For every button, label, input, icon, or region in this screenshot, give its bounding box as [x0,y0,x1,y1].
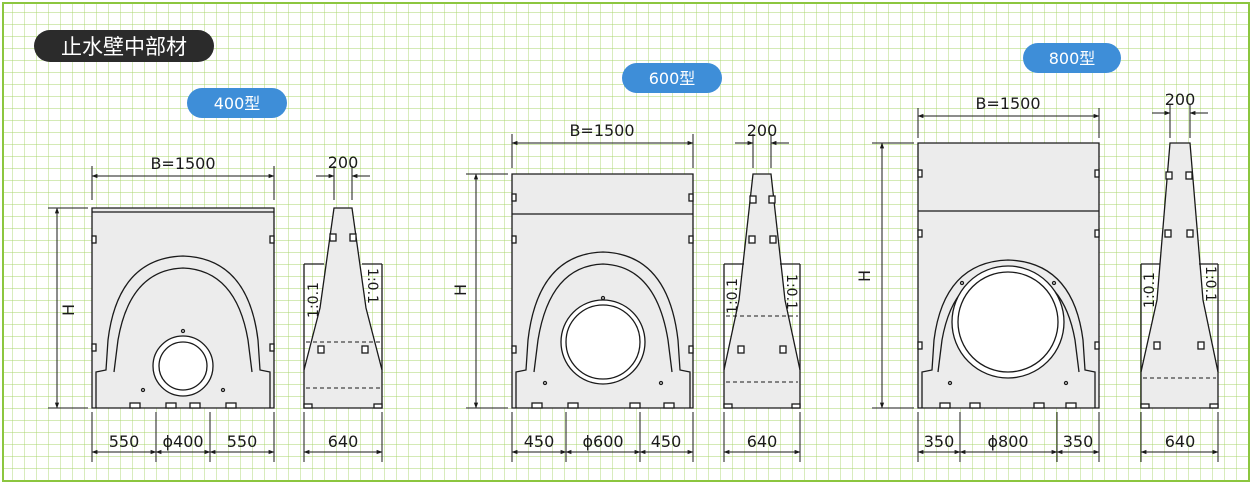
type-badge-600-label: 600型 [649,69,696,88]
bottom-right-label-800: 350 [1063,432,1094,451]
bottom-left-label-800: 350 [924,432,955,451]
front-view-400 [91,207,275,409]
width-label-600: B=1500 [569,121,634,140]
height-label-400: H [59,304,78,316]
height-label-800: H [855,270,874,282]
front-view-800 [917,142,1100,409]
bottom-right-label-600: 450 [651,432,682,451]
type-badge-600 [622,63,722,93]
side-view-400 [303,207,383,409]
width-label-800: B=1500 [975,94,1040,113]
pipe-label-600: ϕ600 [582,432,623,451]
pipe-label-800: ϕ800 [987,432,1028,451]
type-badge-400-label: 400型 [214,94,261,113]
dimensions-400 [48,166,383,462]
side-view-800 [1140,142,1219,409]
slope-label-400-right: 1:0.1 [364,268,380,304]
height-label-600: H [451,284,470,296]
pipe-label-400: ϕ400 [162,432,203,451]
bottom-right-label-400: 550 [227,432,258,451]
side-view-600 [723,173,801,409]
type-badge-400 [187,88,287,118]
side-width-label-600: 640 [747,432,778,451]
type-800-group: 800型 [855,43,1219,462]
title-tag [34,30,214,62]
type-badge-800-label: 800型 [1049,49,1096,68]
width-label-400: B=1500 [150,154,215,173]
type-400-group: 400型 [48,88,383,462]
side-width-label-800: 640 [1165,432,1196,451]
top-dim-label-800: 200 [1165,90,1196,109]
dimensions-800 [872,104,1219,462]
top-dim-label-400: 200 [328,153,359,172]
slope-label-600-right: 1:0.1 [783,274,799,310]
page-title: 止水壁中部材 [61,35,187,59]
side-width-label-400: 640 [328,432,359,451]
front-view-600 [511,173,694,409]
slope-label-800-left: 1:0.1 [1142,272,1158,308]
slope-label-600-left: 1:0.1 [725,278,741,314]
type-badge-800 [1023,43,1121,73]
top-dim-label-600: 200 [747,121,778,140]
dimensions-600 [466,134,801,462]
type-600-group: 600型 [451,63,801,462]
bottom-left-label-400: 550 [109,432,140,451]
slope-label-800-right: 1:0.1 [1202,266,1218,302]
slope-label-400-left: 1:0.1 [306,282,322,318]
bottom-left-label-600: 450 [524,432,555,451]
